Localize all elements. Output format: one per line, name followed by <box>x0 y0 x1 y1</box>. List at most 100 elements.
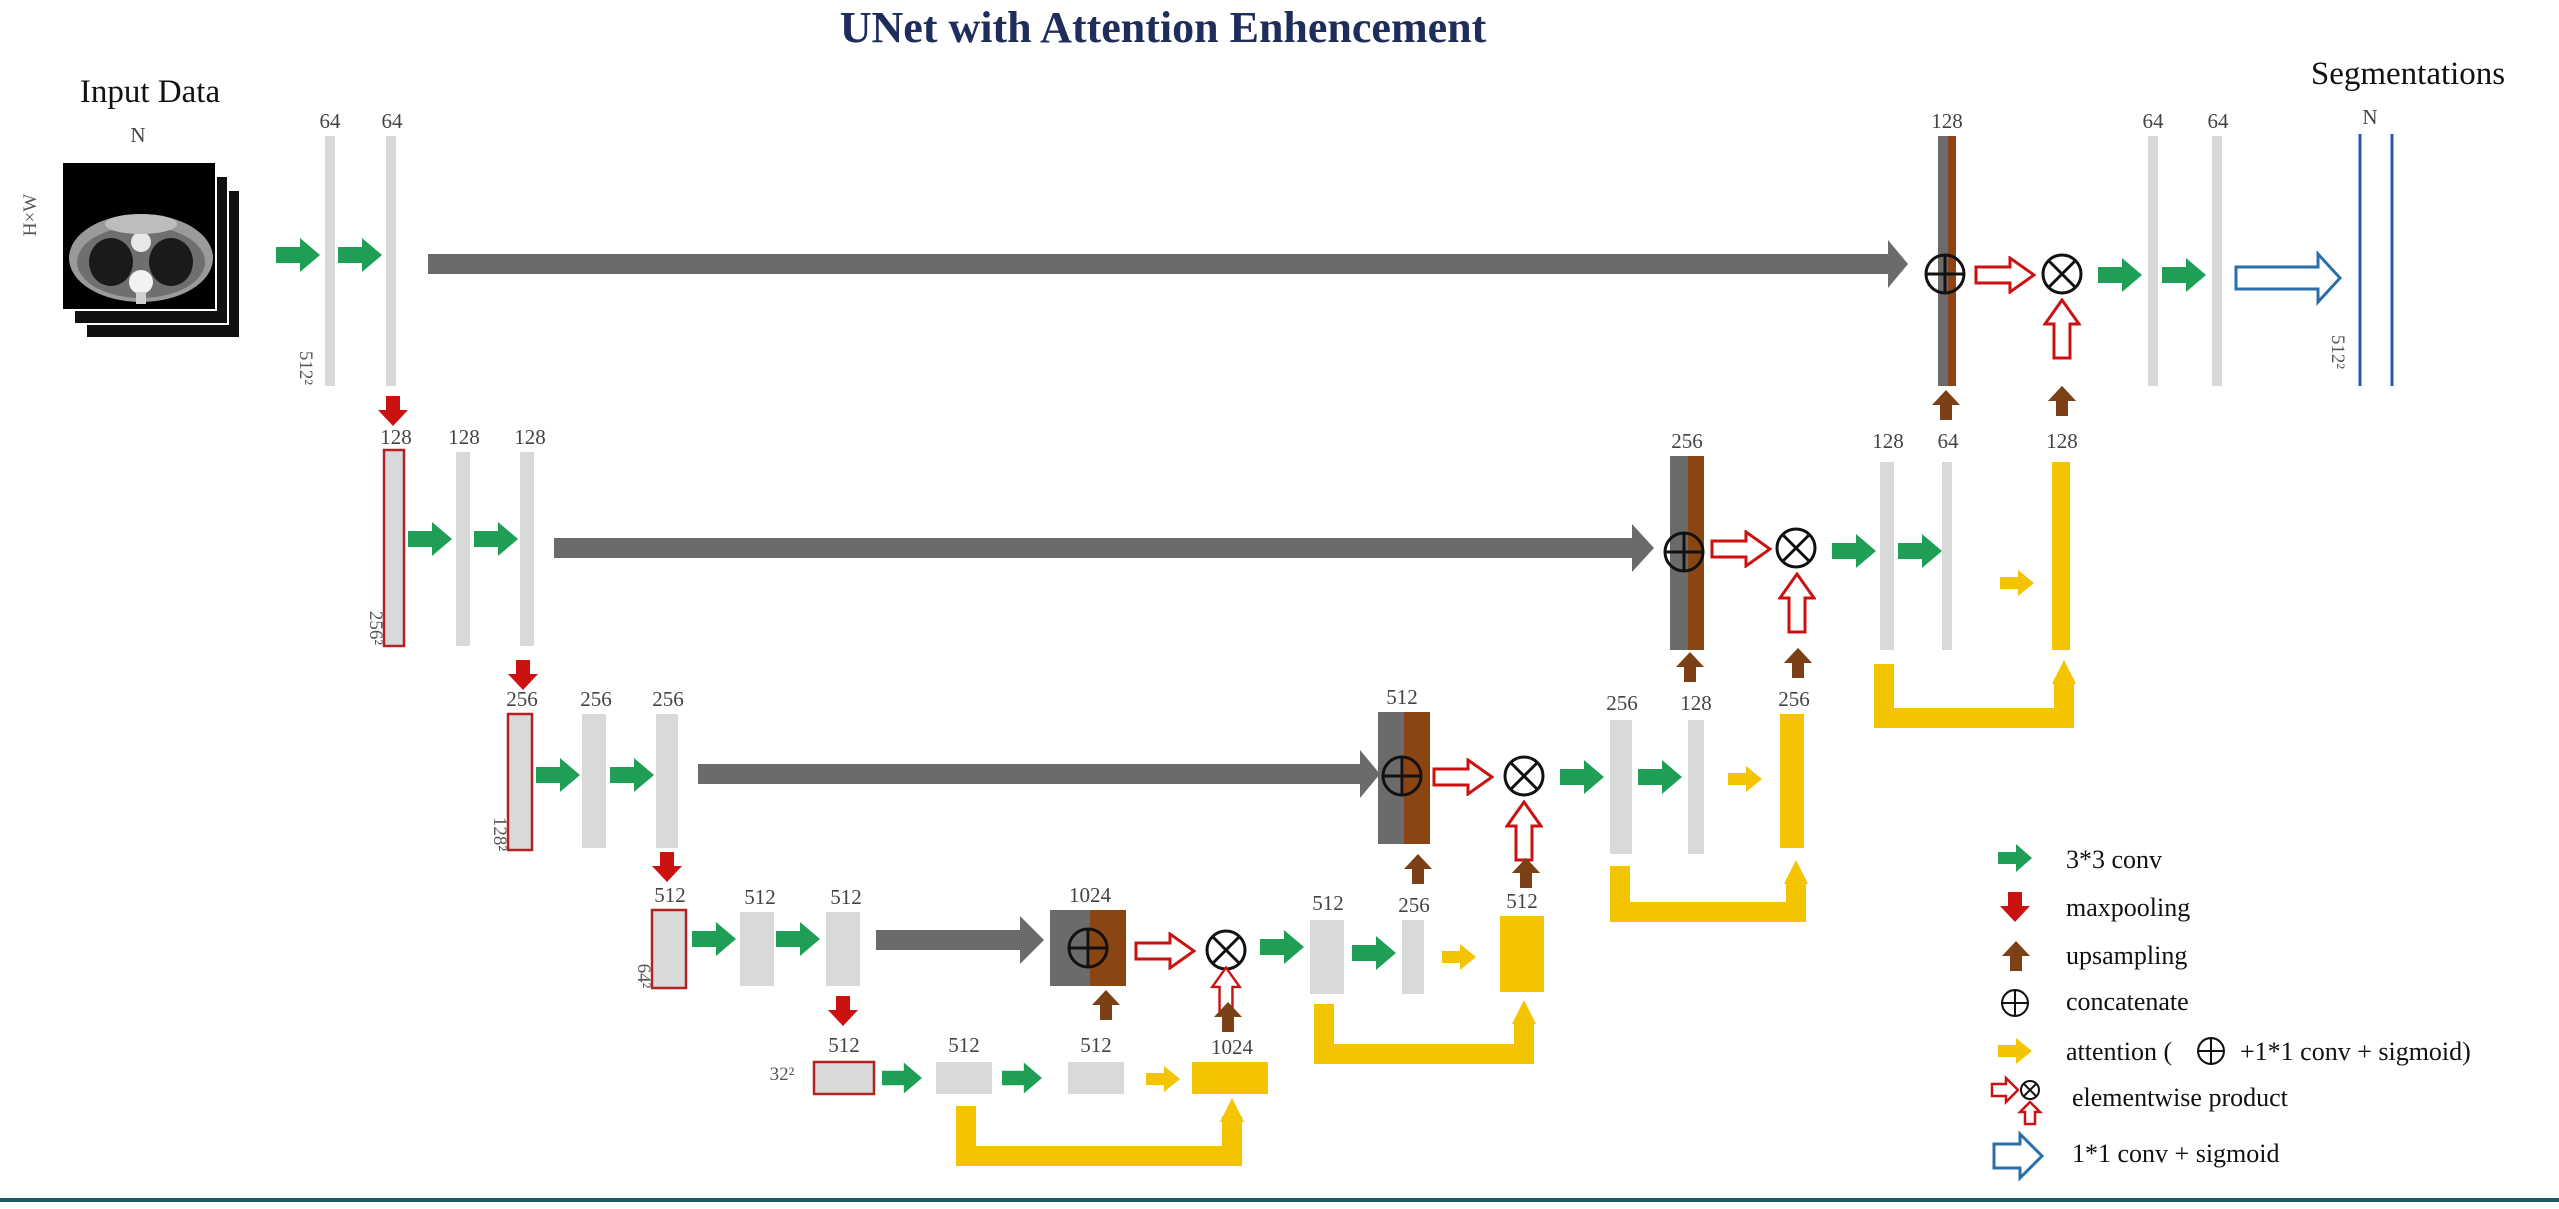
l3-skip-connection <box>698 750 1380 798</box>
output-label: Segmentations <box>2311 56 2505 92</box>
legend-concat-label: concatenate <box>2066 987 2189 1016</box>
u4-attention-arrow <box>1442 944 1476 970</box>
l1-map-b <box>386 136 396 386</box>
u4-att-upsample-arrow <box>1512 858 1540 888</box>
l2-upsample-arrow-a <box>1676 652 1704 682</box>
l4-conv-arrow-2 <box>776 922 820 956</box>
l2-elementwise-arrow-right <box>1710 530 1772 568</box>
u4-map-b <box>1402 920 1424 994</box>
u2-attention-map <box>2052 462 2070 650</box>
l1-concat-symbol <box>1924 253 1966 295</box>
l4-elementwise-arrow-right <box>1134 932 1196 970</box>
l4-skip-connection <box>876 916 1044 964</box>
u3-ch-a: 256 <box>1606 691 1638 715</box>
l4-dim: 64² <box>633 964 654 989</box>
l2-ch-a: 128 <box>380 425 412 449</box>
u2-conv-arrow-1 <box>1832 534 1876 568</box>
l2-concat-symbol <box>1663 531 1705 573</box>
l5-attention-bracket <box>956 1106 1242 1166</box>
u2-ch-att: 128 <box>2046 429 2078 453</box>
l1-elementwise-arrow-up <box>2043 298 2081 360</box>
input-label: Input Data <box>80 74 221 110</box>
l1-dim: 512² <box>295 351 316 386</box>
u4-ch-att: 512 <box>1506 889 1538 913</box>
l5-attention-bracket-head <box>1220 1098 1244 1122</box>
l2-elementwise-arrow-up <box>1778 572 1816 634</box>
l3-map-c <box>656 714 678 848</box>
u4-conv-arrow-2 <box>1352 936 1396 970</box>
l3-conv-arrow-1 <box>536 758 580 792</box>
legend-elementwise-icon <box>1990 1074 2044 1126</box>
l4-ch-b: 512 <box>744 885 776 909</box>
l3-pooled-map <box>506 712 534 852</box>
output-dim-label: 512² <box>2327 335 2348 370</box>
l5-conv-arrow-1 <box>882 1062 922 1094</box>
u3-map-b <box>1688 720 1704 854</box>
l2-map-c <box>520 452 534 646</box>
l3-concat-symbol <box>1381 755 1423 797</box>
l3-conv-arrow-2 <box>610 758 654 792</box>
l3-upsample-arrow-a <box>1404 854 1432 884</box>
u4-attention-bracket-head <box>1512 1000 1536 1024</box>
u4-ch-b: 256 <box>1398 893 1430 917</box>
l1-elementwise-arrow-right <box>1974 256 2036 294</box>
l3-elementwise-arrow-up <box>1505 800 1543 862</box>
final-conv-arrow <box>2234 250 2343 306</box>
l5-ch-att: 1024 <box>1211 1035 1254 1059</box>
u2-attention-bracket-head <box>2052 660 2076 684</box>
legend-final-icon <box>1992 1130 2045 1182</box>
l3-elementwise-symbol <box>1503 755 1545 797</box>
l1-upsample-arrow-a <box>1932 390 1960 420</box>
l1-conv-arrow-1 <box>276 238 320 272</box>
u3-attention-arrow <box>1728 766 1762 792</box>
u2-map-b <box>1942 462 1952 650</box>
l2-conv-arrow-2 <box>474 522 518 556</box>
l2-ch-b: 128 <box>448 425 480 449</box>
l1-elementwise-symbol <box>2041 253 2083 295</box>
u2-ch-b: 64 <box>1938 429 1960 453</box>
l3-dim: 128² <box>489 817 510 852</box>
l4-upsample-arrow-a <box>1092 990 1120 1020</box>
l1-map-a <box>325 136 335 386</box>
output-n-label: N <box>2362 105 2377 129</box>
l3-ch-b: 256 <box>580 687 612 711</box>
bottom-rule <box>0 1198 2559 1202</box>
l4-ch-a: 512 <box>654 883 686 907</box>
l3-concat-map-up <box>1404 712 1430 844</box>
u2-att-upsample-arrow <box>2048 386 2076 416</box>
legend-conv-label: 3*3 conv <box>2066 845 2162 874</box>
l1-ch-b: 64 <box>382 109 404 133</box>
l5-ch-a: 512 <box>828 1033 860 1057</box>
l2-skip-connection <box>554 524 1654 572</box>
l5-ch-b: 512 <box>948 1033 980 1057</box>
u1-map-b <box>2212 136 2222 386</box>
l1-ch-a: 64 <box>320 109 342 133</box>
u2-attention-bracket <box>1874 664 2074 728</box>
u4-attention-bracket <box>1314 1004 1534 1064</box>
legend-final-label: 1*1 conv + sigmoid <box>2072 1139 2280 1168</box>
l2-conv-arrow-1 <box>408 522 452 556</box>
l1-concat-map-up <box>1948 136 1956 386</box>
l2-elementwise-symbol <box>1775 527 1817 569</box>
legend-attention-plus-icon <box>2197 1037 2225 1065</box>
l3-map-b <box>582 714 606 848</box>
legend: 3*3 conv maxpooling upsampling concatena… <box>1990 844 2471 1182</box>
legend-upsample-label: upsampling <box>2066 941 2187 970</box>
l5-attention-arrow <box>1146 1066 1180 1092</box>
l5-ch-c: 512 <box>1080 1033 1112 1057</box>
input-n-label: N <box>130 123 145 147</box>
u1-map-a <box>2148 136 2158 386</box>
u1-ch-a: 64 <box>2143 109 2165 133</box>
l4-ch-c: 512 <box>830 885 862 909</box>
legend-attention-icon <box>1998 1038 2032 1064</box>
l5-dim: 32² <box>770 1064 795 1085</box>
u1-conv-arrow-1 <box>2098 258 2142 292</box>
input-hw-label: H×W <box>20 194 41 236</box>
l5-attention-map <box>1192 1062 1268 1094</box>
u3-conv-arrow-1 <box>1560 760 1604 794</box>
u2-conv-arrow-2 <box>1898 534 1942 568</box>
u3-map-a <box>1610 720 1632 854</box>
l3-ch-a: 256 <box>506 687 538 711</box>
ct-slice-image <box>69 214 213 304</box>
